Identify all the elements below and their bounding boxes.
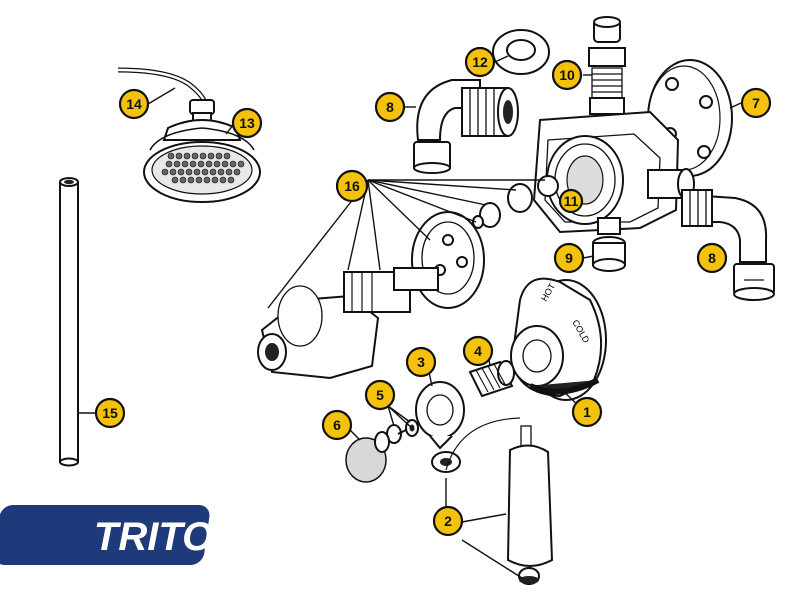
callout-16: 16 [335, 169, 369, 203]
nozzle [219, 176, 227, 184]
svg-text:4: 4 [474, 343, 482, 359]
nozzle [205, 160, 213, 168]
nozzle [213, 160, 221, 168]
part-2-lever-handle [431, 417, 554, 585]
part-5-screw-washers [386, 419, 419, 444]
svg-text:2: 2 [444, 513, 452, 529]
nozzle [211, 176, 219, 184]
callout-8-lower: 8 [696, 242, 728, 274]
svg-text:15: 15 [102, 405, 118, 421]
nozzle [167, 152, 175, 160]
nozzle [199, 152, 207, 160]
svg-text:14: 14 [126, 96, 142, 112]
callout-12: 12 [464, 46, 496, 78]
nozzle [193, 168, 201, 176]
nozzle [171, 176, 179, 184]
nozzle [207, 152, 215, 160]
callout-14: 14 [118, 88, 150, 120]
nozzle [223, 152, 231, 160]
nozzle [209, 168, 217, 176]
callout-15: 15 [94, 397, 126, 429]
callout-10: 10 [551, 59, 583, 91]
svg-text:5: 5 [376, 387, 384, 403]
nozzle [221, 160, 229, 168]
nozzle [227, 176, 235, 184]
nozzle [237, 160, 245, 168]
svg-text:8: 8 [386, 99, 394, 115]
svg-text:9: 9 [565, 250, 573, 266]
part-15-riser-pipe [59, 177, 79, 467]
svg-text:13: 13 [239, 115, 255, 131]
callout-3: 3 [405, 346, 437, 378]
nozzle [233, 168, 241, 176]
svg-text:10: 10 [559, 67, 575, 83]
callouts: 1 2 3 4 5 6 7 8 8 9 10 11 12 13 14 15 16 [94, 46, 772, 537]
shower-head-nozzles [161, 152, 245, 184]
nozzle [183, 152, 191, 160]
callout-9: 9 [553, 242, 585, 274]
part-10-top-connector [588, 16, 626, 115]
nozzle [197, 160, 205, 168]
svg-text:7: 7 [752, 95, 760, 111]
nozzle [189, 160, 197, 168]
callout-5: 5 [364, 379, 396, 411]
svg-text:16: 16 [344, 178, 360, 194]
leader-lines [78, 55, 742, 579]
nozzle [165, 160, 173, 168]
part-4-sleeve [468, 360, 515, 398]
callout-13: 13 [231, 107, 263, 139]
nozzle [215, 152, 223, 160]
svg-text:8: 8 [708, 250, 716, 266]
nozzle [177, 168, 185, 176]
nozzle [161, 168, 169, 176]
nozzle [181, 160, 189, 168]
logo-text: TRITON [94, 515, 243, 559]
svg-text:3: 3 [417, 354, 425, 370]
nozzle [187, 176, 195, 184]
nozzle [175, 152, 183, 160]
nozzle [191, 152, 199, 160]
nozzle [169, 168, 177, 176]
part-13-shower-head [143, 99, 261, 203]
nozzle [173, 160, 181, 168]
part-6-cap [345, 431, 390, 483]
nozzle [201, 168, 209, 176]
part-16-cartridge-assembly [257, 175, 559, 380]
nozzle [185, 168, 193, 176]
part-3-lever-hub [415, 381, 465, 450]
callout-6: 6 [321, 409, 353, 441]
part-1-shroud: HOT COLD [510, 277, 607, 401]
callout-7: 7 [740, 87, 772, 119]
svg-text:6: 6 [333, 417, 341, 433]
callout-8-upper: 8 [374, 91, 406, 123]
part-8-upper-elbow [413, 79, 519, 174]
svg-text:12: 12 [472, 54, 488, 70]
triton-logo: TRITON [0, 505, 243, 565]
nozzle [225, 168, 233, 176]
svg-text:11: 11 [564, 193, 579, 209]
nozzle [203, 176, 211, 184]
part-9-bottom-nut [592, 236, 626, 272]
callout-11: 11 [558, 188, 584, 214]
part-12-washer [492, 29, 550, 75]
nozzle [179, 176, 187, 184]
nozzle [195, 176, 203, 184]
callout-1: 1 [571, 396, 603, 428]
callout-2: 2 [432, 505, 464, 537]
svg-text:1: 1 [583, 404, 591, 420]
nozzle [229, 160, 237, 168]
part-8-lower-elbow [681, 189, 775, 301]
nozzle [217, 168, 225, 176]
logo-badge [0, 505, 210, 565]
callout-4: 4 [462, 335, 494, 367]
